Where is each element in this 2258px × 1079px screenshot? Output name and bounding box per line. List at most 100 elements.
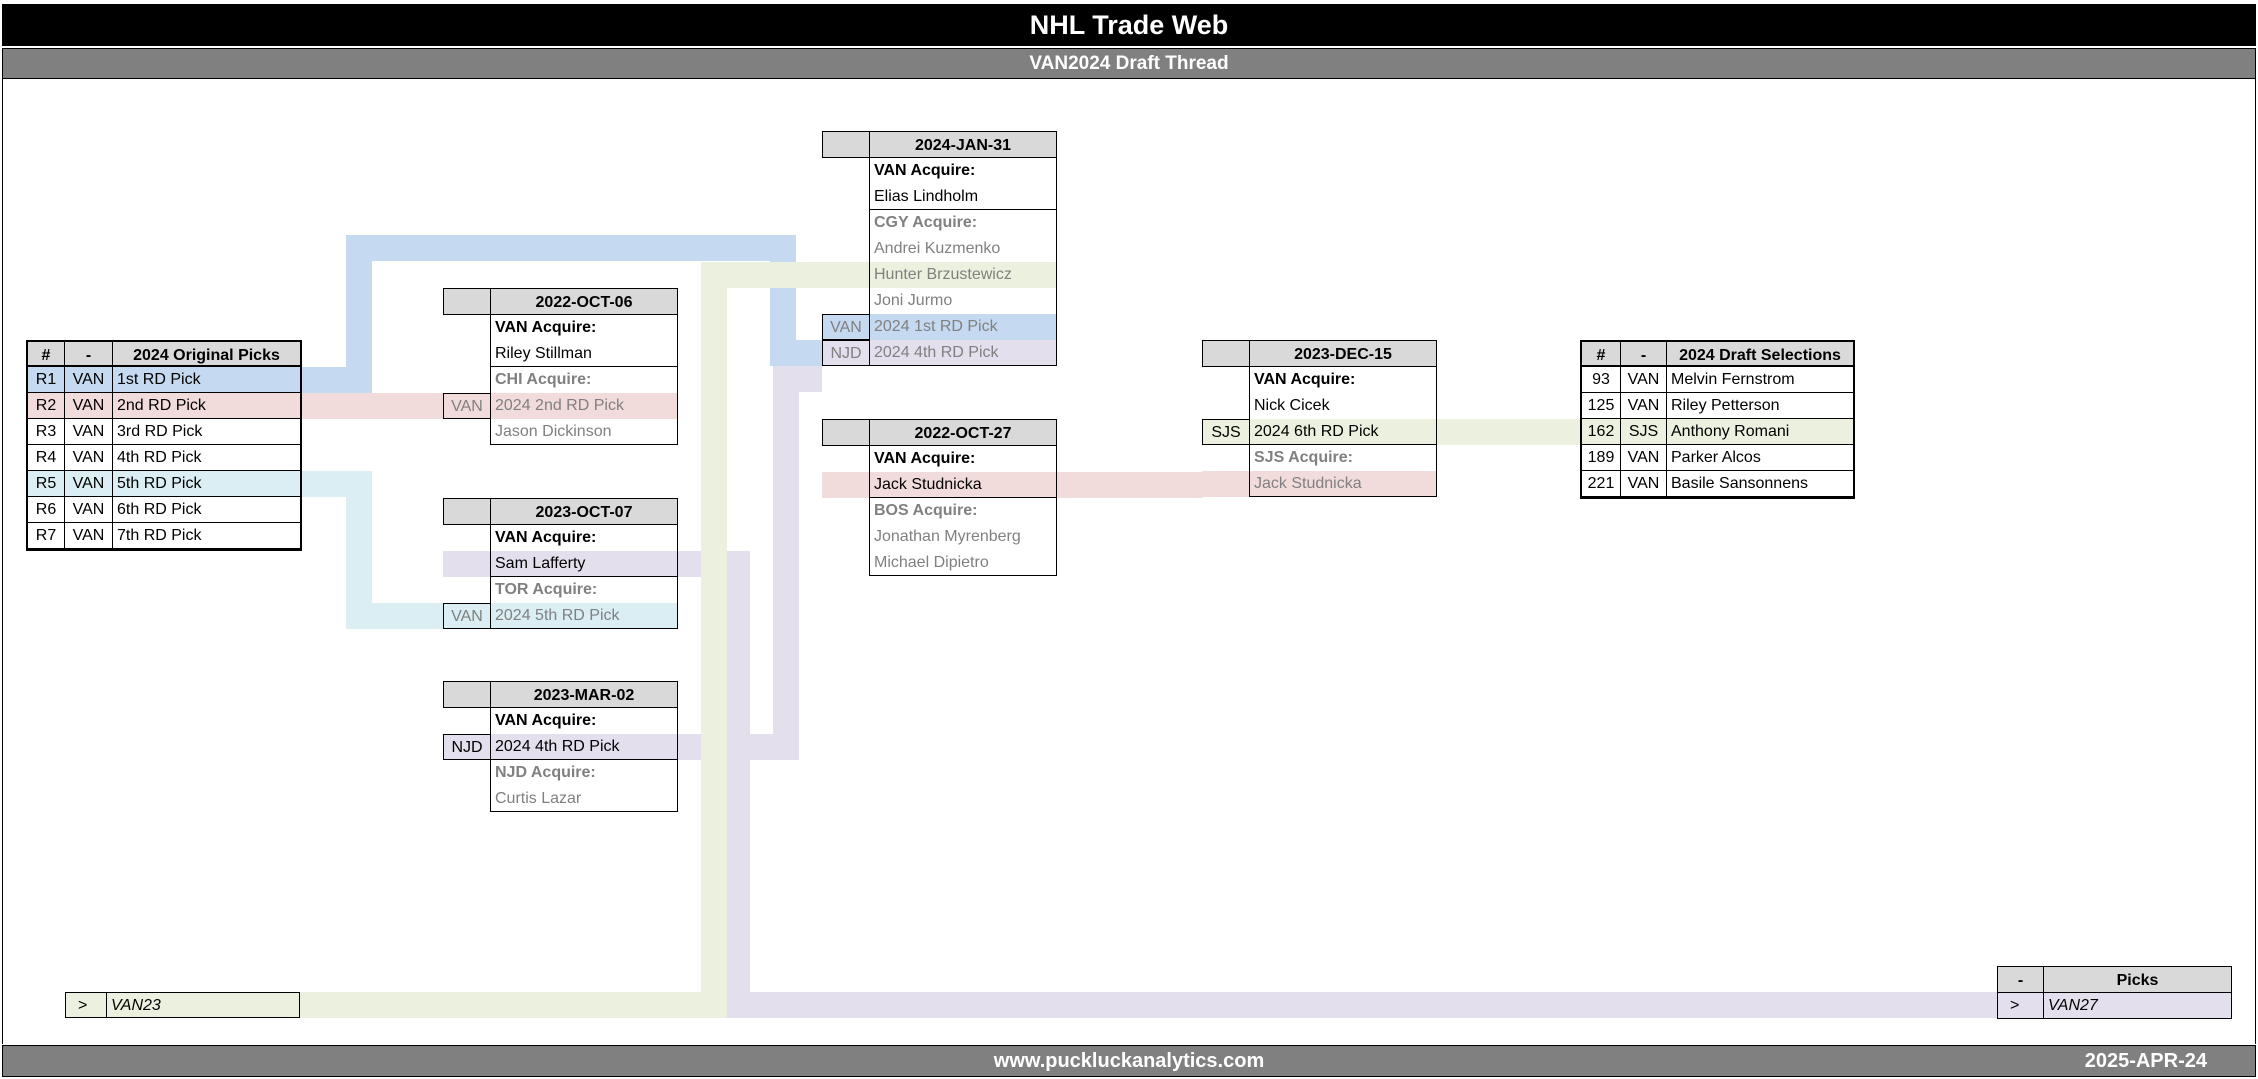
cell-label: 7th RD Pick (112, 523, 301, 549)
trade-section-header: BOS Acquire: (822, 498, 1057, 524)
prev-year-label[interactable]: VAN23 (107, 992, 300, 1018)
acquiring-team: TOR Acquire: (490, 577, 678, 603)
acquiring-team: VAN Acquire: (869, 446, 1057, 472)
footer: www.puckluckanalytics.com 2025-APR-24 (2, 1045, 2256, 1077)
trade-asset-row: Hunter Brzustewicz (822, 262, 1057, 288)
trade-asset-row: Riley Stillman (443, 341, 678, 367)
original-owner-tag (822, 472, 869, 498)
tag-blank (443, 315, 490, 341)
original-owner-tag (822, 288, 869, 314)
asset-name: Curtis Lazar (490, 786, 678, 812)
cell-label: Parker Alcos (1666, 445, 1854, 471)
cell-team: VAN (64, 523, 112, 549)
cell-num: R3 (27, 419, 64, 445)
trade-date: 2022-OCT-06 (490, 288, 678, 315)
trade-asset-row: Joni Jurmo (822, 288, 1057, 314)
tag-blank (1202, 367, 1249, 393)
trade-section-header: SJS Acquire: (1202, 445, 1437, 471)
asset-name: Jonathan Myrenberg (869, 524, 1057, 550)
column-header: - (64, 340, 112, 367)
trade-header: 2024-JAN-31 (822, 131, 1057, 158)
tag-blank (443, 367, 490, 393)
trade-header: 2023-DEC-15 (1202, 340, 1437, 367)
tag-blank (822, 158, 869, 184)
asset-name: 2024 6th RD Pick (1249, 419, 1437, 445)
tag-blank (443, 760, 490, 786)
trade-header: 2023-MAR-02 (443, 681, 678, 708)
original-owner-tag (822, 550, 869, 576)
asset-name: Jack Studnicka (869, 472, 1057, 498)
acquiring-team: VAN Acquire: (490, 708, 678, 734)
trade-section-header: VAN Acquire: (443, 315, 678, 341)
website-link[interactable]: www.puckluckanalytics.com (993, 1050, 1265, 1072)
cell-label: 5th RD Pick (112, 471, 301, 497)
trade-header: 2022-OCT-06 (443, 288, 678, 315)
cell-team: VAN (64, 367, 112, 393)
column-header: 2024 Original Picks (112, 340, 301, 367)
cell-num: R4 (27, 445, 64, 471)
original-owner-tag (822, 524, 869, 550)
original-owner-tag: NJD (443, 734, 490, 760)
cell-num: R5 (27, 471, 64, 497)
connector-6th-to-romani (1436, 419, 1580, 445)
trade-section-header: NJD Acquire: (443, 760, 678, 786)
original-owner-tag: VAN (822, 314, 869, 340)
acquiring-team: VAN Acquire: (490, 525, 678, 551)
prev-year-link[interactable]: > VAN23 (65, 992, 300, 1018)
column-header: # (1581, 340, 1620, 367)
cell-team: SJS (1620, 419, 1666, 445)
asset-name: 2024 2nd RD Pick (490, 393, 678, 419)
tag-blank (443, 708, 490, 734)
trade-section-header: VAN Acquire: (1202, 367, 1437, 393)
trade-header-blank (822, 419, 869, 446)
trade-section-header: VAN Acquire: (822, 446, 1057, 472)
trade-asset-row: Curtis Lazar (443, 786, 678, 812)
asset-name: 2024 5th RD Pick (490, 603, 678, 629)
trade-asset-row: Nick Cicek (1202, 393, 1437, 419)
asset-name: 2024 4th RD Pick (869, 340, 1057, 366)
trade-header: 2022-OCT-27 (822, 419, 1057, 446)
future-pick-label[interactable]: VAN27 (2044, 993, 2232, 1019)
column-header: 2024 Draft Selections (1666, 340, 1854, 367)
trade-asset-row: Jack Studnicka (1202, 471, 1437, 497)
trade-asset-row: Jack Studnicka (822, 472, 1057, 498)
original-owner-tag (1202, 471, 1249, 497)
original-owner-tag (443, 551, 490, 577)
cell-label: 3rd RD Pick (112, 419, 301, 445)
original-owner-tag: VAN (443, 393, 490, 419)
cell-label: Anthony Romani (1666, 419, 1854, 445)
page-subtitle: VAN2024 Draft Thread (2, 48, 2256, 79)
future-pick-row[interactable]: > VAN27 (1997, 993, 2232, 1019)
cell-num: 221 (1581, 471, 1620, 497)
asset-name: Jack Studnicka (1249, 471, 1437, 497)
acquiring-team: VAN Acquire: (490, 315, 678, 341)
cell-team: VAN (1620, 445, 1666, 471)
asset-name: Andrei Kuzmenko (869, 236, 1057, 262)
cell-label: Melvin Fernstrom (1666, 367, 1854, 393)
trade-section-header: VAN Acquire: (443, 708, 678, 734)
trade-asset-row: Andrei Kuzmenko (822, 236, 1057, 262)
cell-label: 6th RD Pick (112, 497, 301, 523)
original-owner-tag: NJD (822, 340, 869, 366)
acquiring-team: NJD Acquire: (490, 760, 678, 786)
trade-header-blank (443, 681, 490, 708)
trade-section-header: VAN Acquire: (822, 158, 1057, 184)
cell-team: VAN (64, 497, 112, 523)
tag-blank (822, 210, 869, 236)
asset-name: Jason Dickinson (490, 419, 678, 445)
tag-blank (443, 525, 490, 551)
table-header: #-2024 Draft Selections (1581, 340, 1854, 367)
